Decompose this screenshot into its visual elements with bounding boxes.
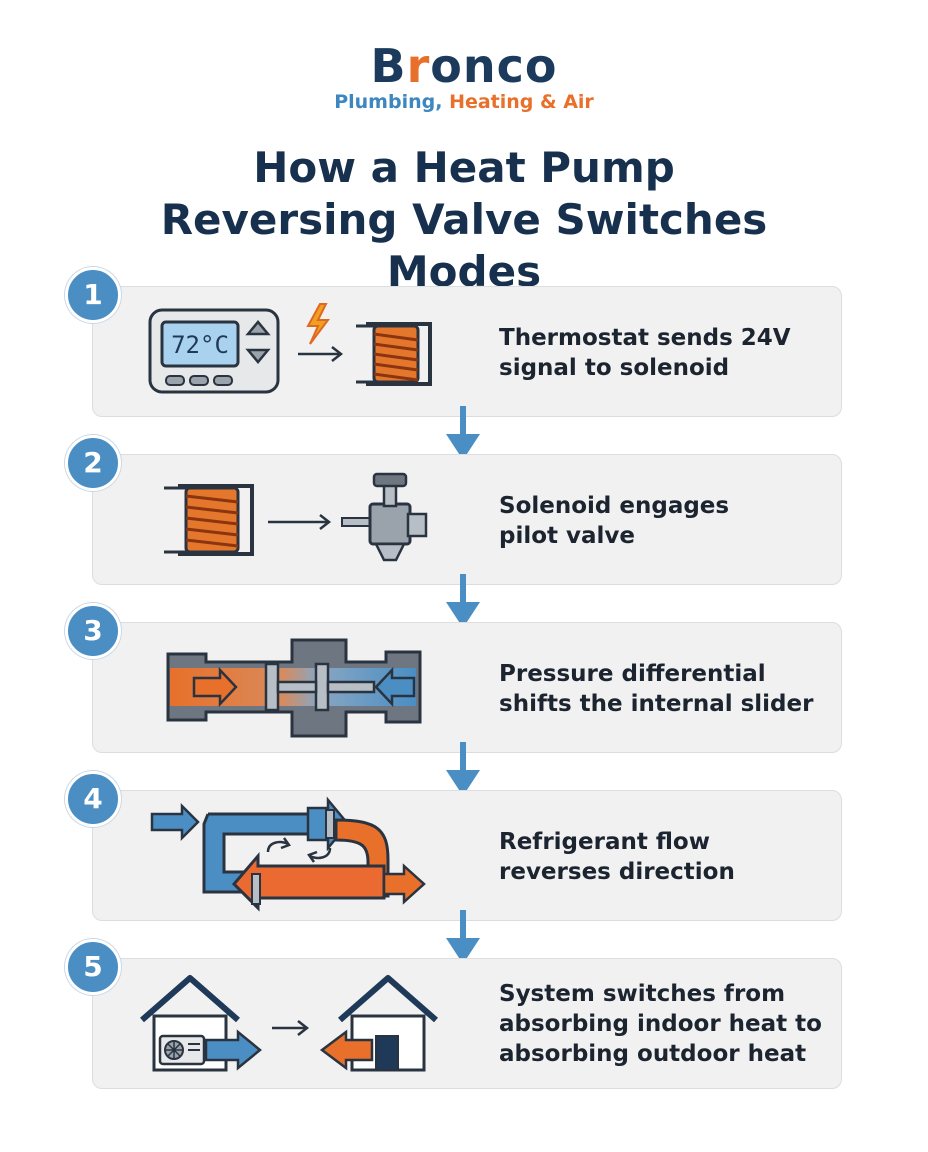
step-text: Solenoid engages pilot valve <box>499 493 730 549</box>
logo-tagline: Plumbing, Heating & Air <box>334 91 594 113</box>
thermostat-icon: 72°C <box>148 308 280 394</box>
swap-cycle-icon <box>266 837 332 863</box>
flow-down-arrow <box>438 404 488 464</box>
arrow-right-icon <box>272 1020 310 1036</box>
svg-text:72°C: 72°C <box>171 331 229 359</box>
pressure-arrow-icon <box>192 666 238 708</box>
pressure-arrow-icon <box>374 666 416 708</box>
pilot-valve-icon <box>341 472 428 562</box>
slider-piston-icon <box>264 662 376 712</box>
house-icon <box>319 975 438 1072</box>
arrow-right-icon <box>298 346 344 362</box>
refrigerant-flow-illustration <box>150 796 426 912</box>
solenoid-coil-icon <box>164 484 254 556</box>
flow-down-arrow <box>438 572 488 632</box>
arrow-right-icon <box>268 514 332 530</box>
step-text: Refrigerant flow reverses direction <box>499 829 735 885</box>
house-with-heat-pump-icon <box>140 975 262 1072</box>
page-title: How a Heat Pump Reversing Valve Switches… <box>160 143 768 296</box>
step-text: Pressure differential shifts the interna… <box>499 661 814 717</box>
step-number-badge: 4 <box>65 771 121 827</box>
step-number-badge: 2 <box>65 435 121 491</box>
step-text: Thermostat sends 24V signal to solenoid <box>499 325 791 381</box>
logo-wordmark: Bronco <box>370 39 558 93</box>
lightning-bolt-icon <box>306 303 330 345</box>
flow-down-arrow <box>438 740 488 800</box>
step-number-badge: 1 <box>65 267 121 323</box>
house-heat-illustration <box>140 975 438 1072</box>
flow-down-arrow <box>438 908 488 968</box>
brand-logo: Bronco Plumbing, Heating & Air <box>0 40 928 114</box>
thermostat-solenoid-illustration: 72°C <box>148 303 432 394</box>
solenoid-pilot-valve-illustration <box>164 472 428 562</box>
solenoid-coil-icon <box>356 322 432 386</box>
step-number-badge: 3 <box>65 603 121 659</box>
reversing-valve-illustration <box>166 638 422 738</box>
step-text: System switches from absorbing indoor he… <box>499 981 822 1067</box>
step-number-badge: 5 <box>65 939 121 995</box>
